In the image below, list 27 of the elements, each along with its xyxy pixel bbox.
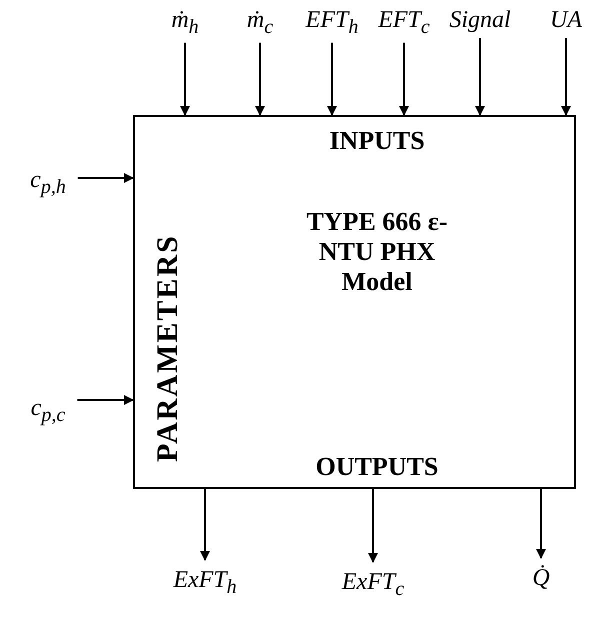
arrow: [399, 42, 409, 116]
section-heading: PARAMETERS: [151, 234, 185, 462]
arrow: [180, 42, 190, 116]
variable-label: ExFT$_{c}$: [342, 570, 404, 599]
variable-label: EFT$_{h}$: [306, 8, 358, 37]
variable-label: c$_{p,h}$: [30, 168, 66, 197]
variable-label: ExFT$_{h}$: [173, 568, 237, 597]
section-heading: OUTPUTS: [314, 452, 440, 482]
variable-label: c$_{p,c}$: [30, 396, 66, 425]
variable-label: ṁ$_{c}$: [246, 8, 274, 37]
variable-label: Q̇: [532, 566, 550, 590]
arrow: [368, 489, 378, 563]
arrow: [77, 395, 134, 405]
model-block: [133, 115, 576, 489]
arrow: [327, 42, 337, 116]
arrow: [536, 489, 546, 559]
variable-label: UA: [550, 8, 582, 32]
arrow: [200, 489, 210, 561]
arrow: [255, 42, 265, 116]
variable-label: EFT$_{c}$: [378, 8, 430, 37]
variable-label: Signal: [449, 8, 511, 32]
arrow: [78, 173, 134, 183]
variable-label: ṁ$_{h}$: [171, 8, 199, 37]
arrow: [561, 38, 571, 116]
arrow: [475, 38, 485, 116]
section-heading: INPUTS: [328, 126, 426, 156]
model-title: TYPE 666 ε-NTU PHX Model: [305, 207, 449, 297]
